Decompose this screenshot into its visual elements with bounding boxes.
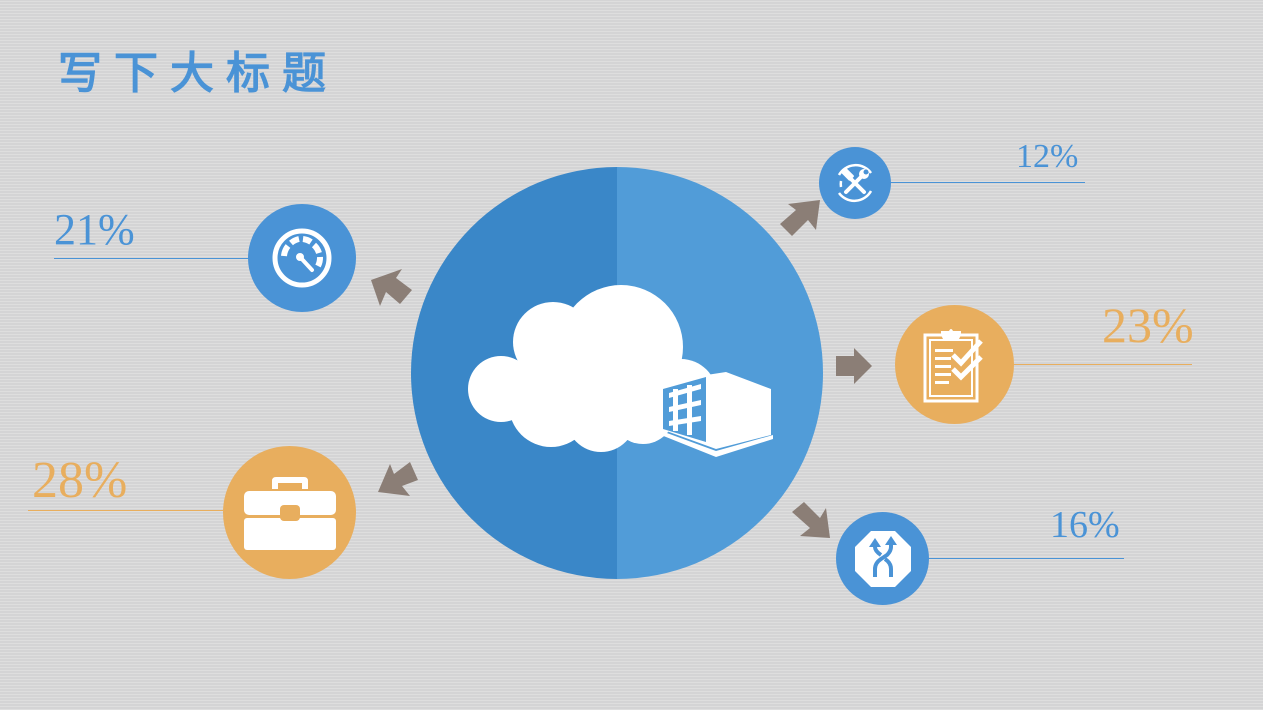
stat-line-merge bbox=[926, 558, 1124, 559]
stat-line-toolbox bbox=[28, 510, 228, 511]
stat-value-toolbox: 28% bbox=[32, 452, 128, 509]
merge-badge[interactable] bbox=[836, 512, 929, 605]
arrow-right-top-icon bbox=[780, 200, 820, 236]
center-circle bbox=[411, 167, 823, 579]
arrow-left-bottom-icon bbox=[378, 462, 418, 496]
stat-value-merge: 16% bbox=[1050, 504, 1120, 546]
arrow-right-bottom-icon bbox=[792, 502, 830, 538]
stat-value-tools: 12% bbox=[1016, 138, 1079, 175]
toolbox-icon bbox=[243, 476, 336, 550]
cloud-building-icon bbox=[468, 285, 773, 457]
hammer-wrench-icon bbox=[837, 163, 873, 203]
tools-badge[interactable] bbox=[819, 147, 891, 219]
speedometer-badge[interactable] bbox=[248, 204, 356, 312]
arrow-right-middle-icon bbox=[836, 348, 872, 384]
toolbox-badge[interactable] bbox=[223, 446, 356, 579]
speedometer-icon bbox=[272, 228, 332, 288]
stat-line-tools bbox=[888, 182, 1085, 183]
stat-value-speedometer: 21% bbox=[54, 205, 135, 254]
crossing-arrows-icon bbox=[854, 530, 911, 587]
stat-line-checklist bbox=[1012, 364, 1192, 365]
page-title: 写下大标题 bbox=[58, 48, 338, 99]
stat-value-checklist: 23% bbox=[1102, 297, 1194, 353]
checklist-badge[interactable] bbox=[895, 305, 1014, 424]
clipboard-check-icon bbox=[923, 328, 983, 402]
stat-line-speedometer bbox=[54, 258, 254, 259]
arrow-left-top-icon bbox=[371, 269, 412, 306]
